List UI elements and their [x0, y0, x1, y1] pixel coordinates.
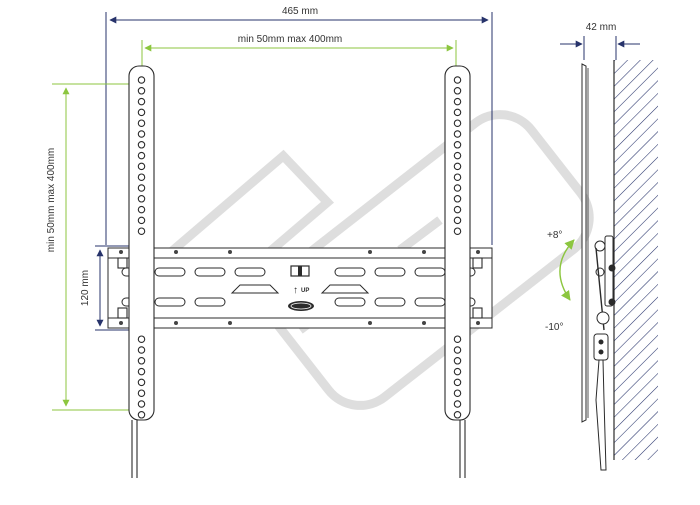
level-indicator	[290, 265, 310, 277]
arm-hole	[137, 97, 146, 106]
tilt-up-label: +8°	[547, 230, 562, 241]
arm-hole	[453, 76, 462, 84]
arm-hole	[453, 357, 462, 365]
arm-hole	[453, 195, 462, 203]
arm-hole	[137, 130, 146, 138]
arm-hole	[453, 141, 462, 149]
arm-hole	[453, 205, 462, 214]
arm-hole	[137, 335, 146, 343]
arm-hole	[137, 216, 146, 225]
arm-hole	[137, 205, 146, 214]
up-arrow-icon: ↑	[293, 285, 298, 296]
tilt-arc	[559, 239, 575, 301]
arm-hole	[137, 184, 146, 192]
arm-hole	[453, 184, 462, 192]
arm-hole	[137, 357, 146, 365]
wall-distance-dimension: 42 mm	[560, 22, 640, 60]
wall-plate	[107, 247, 493, 329]
wall-hatch	[614, 60, 658, 460]
arm-hole	[453, 367, 462, 376]
vesa-horizontal-label: min 50mm max 400mm	[238, 34, 342, 45]
arm-hole	[453, 216, 462, 225]
vesa-horizontal-dimension: min 50mm max 400mm	[141, 34, 457, 68]
tilt-bracket	[593, 235, 616, 471]
arm-hole	[137, 76, 146, 84]
arm-hole	[453, 227, 462, 235]
arm-hole	[453, 173, 462, 181]
left-arm-holes	[137, 76, 146, 419]
tilt-down-label: -10°	[545, 322, 563, 333]
vesa-vertical-label: min 50mm max 400mm	[46, 148, 57, 252]
right-vertical-arm	[444, 65, 483, 478]
right-arm-holes	[453, 76, 462, 419]
arm-hole	[453, 162, 462, 171]
arm-hole	[453, 87, 462, 95]
overall-width-label: 465 mm	[282, 6, 318, 17]
side-view: +8° -10° 42 mm	[545, 22, 658, 471]
arm-hole	[137, 227, 146, 235]
plate-height-label: 120 mm	[80, 270, 91, 306]
arm-hole	[453, 97, 462, 106]
arm-hole	[453, 389, 462, 397]
arm-hole	[137, 87, 146, 95]
arm-hole	[137, 378, 146, 387]
arm-hole	[453, 151, 462, 160]
arm-hole	[453, 108, 462, 117]
arm-hole	[137, 195, 146, 203]
arm-hole	[137, 411, 146, 419]
arm-hole	[137, 173, 146, 181]
arm-hole	[453, 411, 462, 419]
plate-screws	[119, 250, 480, 325]
left-vertical-arm	[117, 65, 155, 478]
arm-hole	[137, 151, 146, 160]
arm-hole	[453, 130, 462, 138]
overall-width-dimension: 465 mm	[105, 6, 493, 245]
arm-hole	[137, 108, 146, 117]
arm-hole	[137, 141, 146, 149]
arm-hole	[453, 335, 462, 343]
arm-hole	[453, 378, 462, 387]
vesa-vertical-dimension: min 50mm max 400mm	[46, 83, 135, 411]
arm-hole	[137, 346, 146, 354]
arm-hole	[453, 346, 462, 354]
arm-hole	[453, 400, 462, 408]
arm-hole	[137, 119, 146, 127]
arm-hole	[137, 367, 146, 376]
arm-hole	[453, 119, 462, 127]
up-label: UP	[301, 288, 309, 294]
oval-logo-badge	[288, 301, 314, 311]
arm-hole	[137, 162, 146, 171]
arm-hole	[137, 400, 146, 408]
arm-hole	[137, 389, 146, 397]
wall-distance-label: 42 mm	[586, 22, 617, 33]
